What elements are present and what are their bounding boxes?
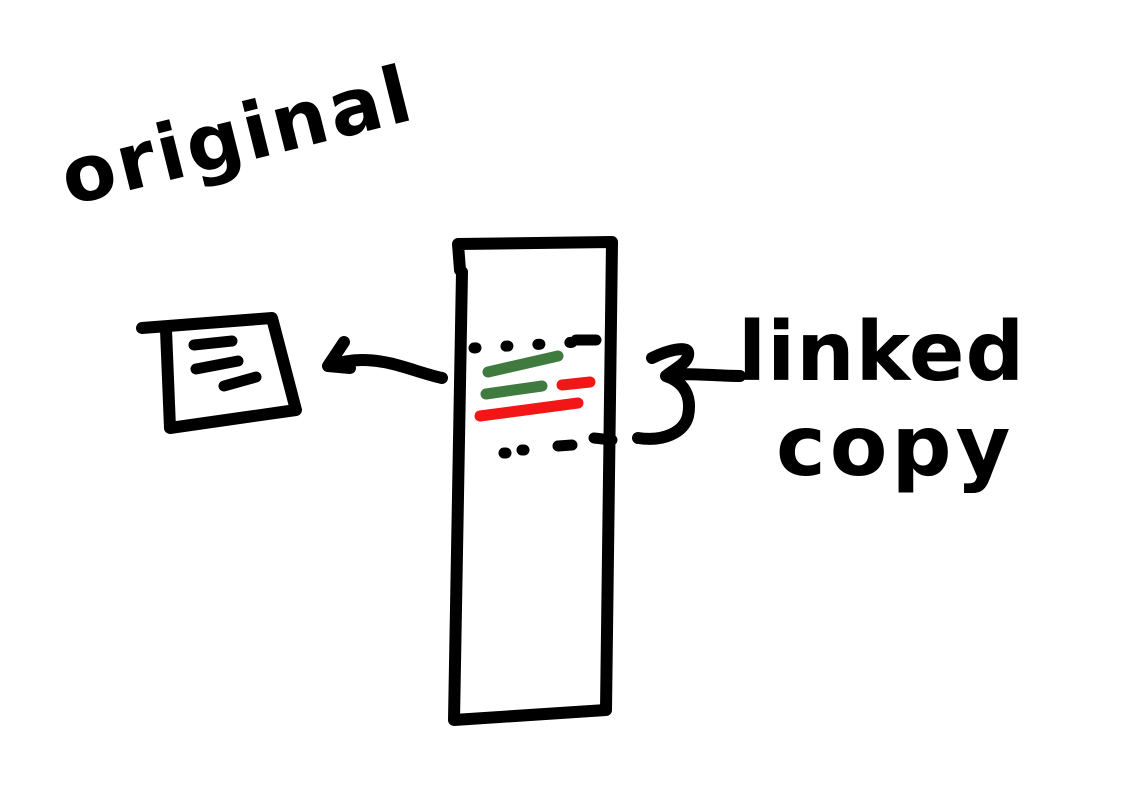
linked-region-bottom-boundary-dash-1 (552, 439, 578, 452)
original-document-text-line-2 (190, 355, 244, 375)
linked-label: linked (738, 305, 1026, 400)
original-document-text-line-3 (218, 371, 262, 392)
linked-content-red-line-2 (474, 397, 584, 422)
linked-region-bottom-boundary-dots (498, 444, 530, 459)
link-arrow (322, 336, 448, 384)
original-document-text-line-1 (188, 335, 238, 351)
original-document (136, 312, 302, 434)
copy-label: copy (776, 397, 1015, 495)
linked-content-green-line-2 (480, 380, 548, 400)
original-document-frame (136, 312, 302, 434)
host-document (448, 236, 618, 726)
host-document-frame (448, 236, 618, 726)
linked-region-bottom-boundary-dash-2 (588, 432, 618, 446)
linked-content-red-line-1 (556, 376, 596, 391)
linked-content-green-line-1 (482, 350, 564, 378)
linked-region-brace (632, 343, 746, 445)
